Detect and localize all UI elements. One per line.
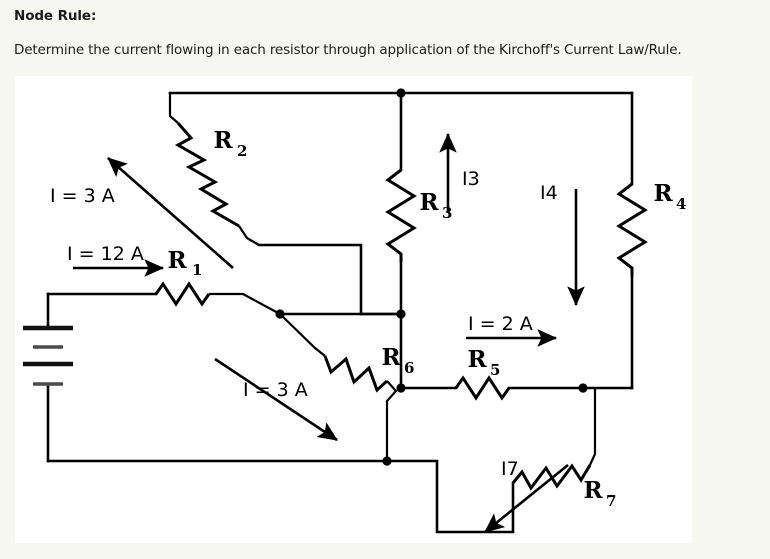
- label-R3-letter: R: [419, 189, 439, 216]
- current-label-R2: I = 3 A: [50, 185, 115, 207]
- label-R1-subscript: 1: [192, 261, 202, 279]
- label-R6-letter: R: [381, 344, 401, 371]
- current-arrow-R2: [107, 157, 234, 269]
- circuit-diagram-svg: R 1 R 2 R 3 R 4 R 5: [23, 88, 686, 534]
- resistor-R6-symbol: [323, 355, 389, 393]
- current-label-R1: I = 12 A: [67, 243, 144, 265]
- label-R6-subscript: 6: [404, 359, 414, 377]
- current-label-R4: I4: [540, 182, 558, 204]
- r2-bottom-lead: [238, 225, 260, 246]
- node-dot-nodeA: [275, 309, 285, 319]
- label-R7-subscript: 7: [606, 492, 616, 510]
- step-wire-r2-to-nodeC: [257, 243, 403, 316]
- label-R5-subscript: 5: [490, 361, 500, 379]
- label-R4: R 4: [653, 180, 686, 213]
- junction-dots: [275, 88, 588, 466]
- resistor-R5-symbol: [454, 375, 511, 401]
- label-R3-subscript: 3: [442, 204, 452, 222]
- resistor-R3-symbol: [385, 168, 417, 262]
- current-label-R5: I = 2 A: [468, 313, 533, 335]
- label-R4-subscript: 4: [676, 195, 686, 213]
- current-label-R6: I = 3 A: [243, 379, 308, 401]
- r7-top-lead: [588, 388, 597, 466]
- label-R5: R 5: [467, 346, 500, 379]
- label-R5-letter: R: [467, 346, 487, 373]
- label-R7-letter: R: [583, 477, 603, 504]
- resistor-R1-symbol: [154, 281, 211, 307]
- r6-top-lead: [279, 313, 326, 357]
- resistor-R2-symbol: [174, 122, 240, 228]
- current-label-R7: I7: [501, 458, 519, 480]
- r6-bottom-lead: [385, 380, 398, 461]
- problem-statement: Determine the current flowing in each re…: [14, 42, 682, 58]
- circuit-diagram-canvas: R 1 R 2 R 3 R 4 R 5: [15, 76, 692, 543]
- label-R4-letter: R: [653, 180, 673, 207]
- resistor-R7-symbol: [511, 463, 592, 491]
- label-R7: R 7: [583, 477, 616, 510]
- bottom-dip-wire: [385, 459, 515, 534]
- r1-right-lead: [209, 292, 281, 315]
- label-R2: R 2: [213, 127, 247, 160]
- label-R3: R 3: [419, 189, 452, 222]
- current-arrow-R7: [484, 463, 569, 534]
- label-R1: R 1: [167, 247, 202, 279]
- current-arrow-R6: [214, 357, 338, 442]
- node-dot-nodeC: [396, 383, 406, 393]
- resistor-R4-symbol: [616, 182, 648, 276]
- node-dot-nodeE: [382, 456, 392, 466]
- label-R2-subscript: 2: [237, 142, 247, 160]
- label-R1-letter: R: [167, 247, 187, 274]
- node-dot-top-rail: [396, 88, 406, 98]
- label-R6: R 6: [381, 344, 414, 377]
- r2-top-lead: [168, 93, 179, 124]
- current-label-R3: I3: [462, 168, 480, 190]
- page-title: Node Rule:: [14, 8, 97, 24]
- node-dot-nodeD: [578, 383, 588, 393]
- battery-symbol: [23, 325, 73, 386]
- node-dot-nodeB: [396, 309, 406, 319]
- label-R2-letter: R: [213, 127, 233, 154]
